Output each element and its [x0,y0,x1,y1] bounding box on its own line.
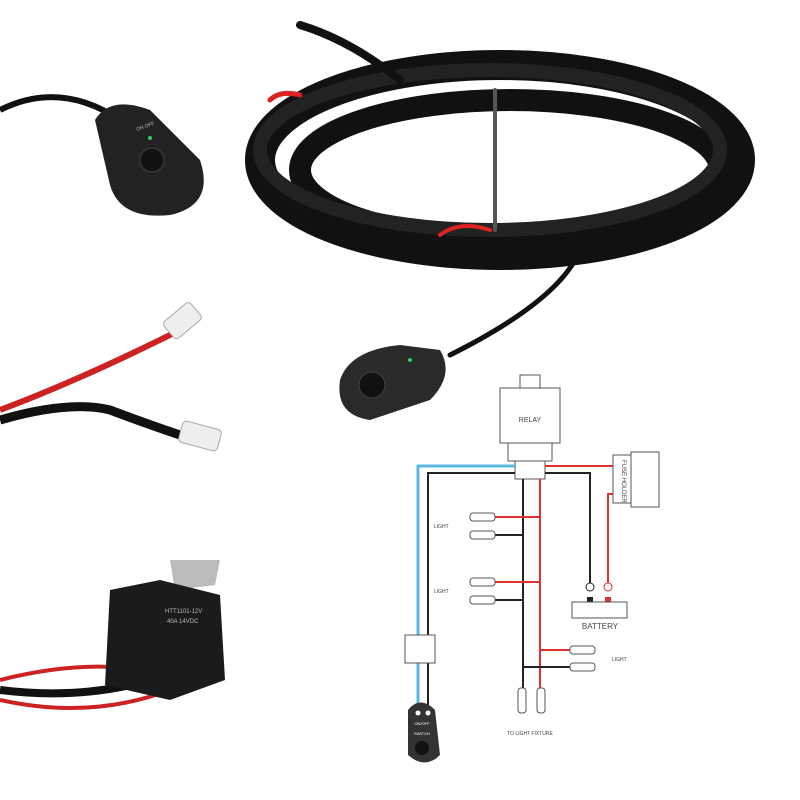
fuse-holder-label: FUSE HOLDER [620,460,626,503]
svg-text:SWITCH: SWITCH [414,731,430,736]
battery-label: BATTERY [582,622,619,631]
relay-box [499,387,561,444]
relay-photo: HTT1101-12V 40A 14VDC [0,560,225,710]
battery-box [571,601,628,619]
svg-text:ON/OFF: ON/OFF [414,721,430,726]
switch-photo-top: ON OFF [0,94,204,216]
wiring-diagram: RELAY ON/OFF SWITCH FUSE HOLDER BATTERY [404,374,660,763]
svg-text:LIGHT: LIGHT [612,657,627,663]
fixture-label: TO LIGHT FIXTURE [507,731,553,737]
relay-rating-text: 40A 14VDC [167,619,199,625]
relay-model-text: HTT1101-12V [165,609,202,615]
svg-text:LIGHT: LIGHT [434,589,449,595]
connector-photo [0,302,222,452]
switch-photo-middle [339,345,446,420]
relay-label: RELAY [519,417,542,424]
wire-harness-photo [245,21,755,358]
svg-text:LIGHT: LIGHT [434,524,449,530]
